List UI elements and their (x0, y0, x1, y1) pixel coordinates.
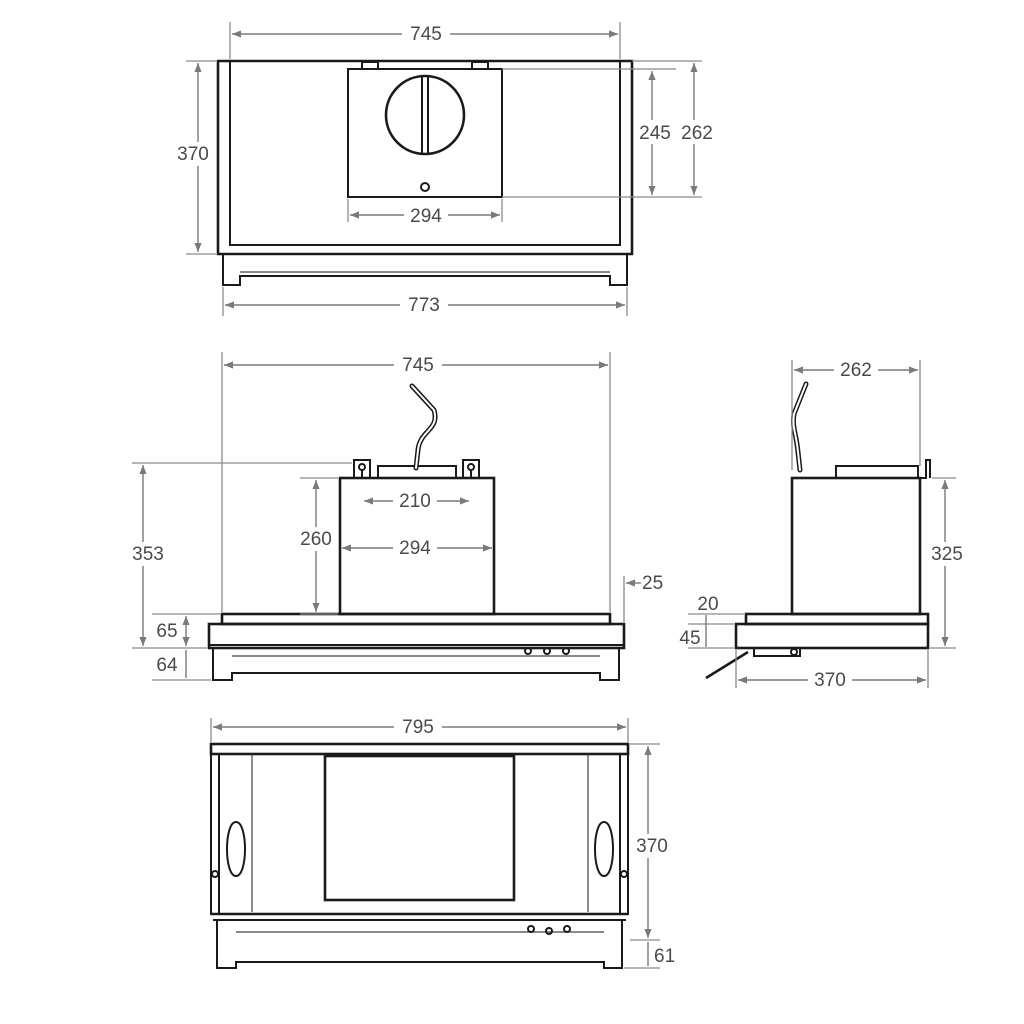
front-motor-width-label: 294 (399, 538, 431, 559)
bottom-view-outline (210, 753, 629, 915)
side-hood-panel (734, 622, 930, 650)
bottom-depth-label: 370 (636, 836, 668, 857)
front-view: 745 353 260 210 294 25 65 64 (127, 352, 663, 681)
side-height-label: 325 (931, 544, 963, 565)
top-view-front-strip (222, 254, 628, 286)
top-view: 745 370 245 262 294 773 (172, 22, 718, 317)
right-handle (594, 820, 614, 878)
motor-housing (347, 68, 503, 198)
top-view-inner-frame (229, 61, 621, 246)
top-overall-width-label: 773 (408, 295, 440, 316)
side-view: 262 325 20 45 370 (679, 358, 968, 692)
grease-filter (323, 754, 516, 902)
top-width-label: 745 (410, 24, 442, 45)
left-handle (226, 820, 246, 878)
top-view-outline (216, 59, 634, 256)
front-panel-height-label: 65 (156, 621, 177, 642)
front-hood-panel (207, 622, 626, 650)
front-side-offset-label: 25 (642, 573, 663, 594)
front-lower-height-label: 64 (156, 655, 178, 676)
bottom-view: 795 370 61 (209, 715, 675, 969)
top-motor-width-label: 294 (410, 206, 442, 227)
side-panel-height-label: 45 (679, 628, 700, 649)
top-outer-height-label: 262 (681, 123, 713, 144)
front-motor-height-label: 260 (300, 529, 332, 550)
top-inner-height-label: 245 (639, 123, 671, 144)
side-handle (705, 650, 749, 680)
bottom-width-label: 795 (402, 717, 434, 738)
side-power-cord (791, 381, 809, 473)
side-motor-housing (790, 476, 922, 616)
front-total-height-label: 353 (132, 544, 164, 565)
front-width-label: 745 (402, 355, 434, 376)
side-depth-label: 262 (840, 360, 872, 381)
side-bottom-depth-label: 370 (814, 670, 846, 691)
exhaust-outlet (384, 74, 466, 156)
front-bracket-spacing-label: 210 (399, 491, 431, 512)
side-lip-label: 20 (697, 594, 718, 615)
bottom-lower-height-label: 61 (654, 946, 675, 967)
top-depth-label: 370 (177, 144, 209, 165)
